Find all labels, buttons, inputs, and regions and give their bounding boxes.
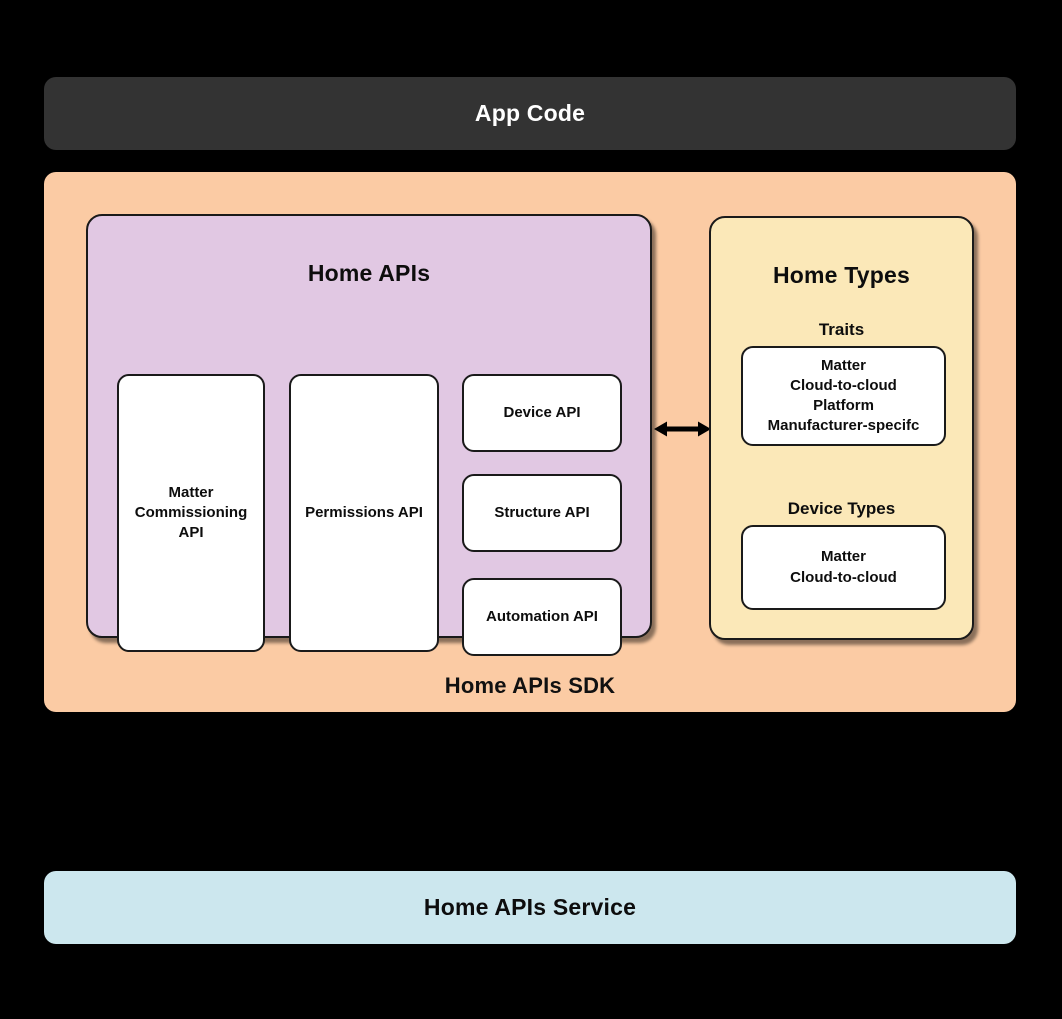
- matter-commissioning-api-card: Matter Commissioning API: [117, 374, 265, 652]
- traits-card-label: Matter Cloud-to-cloud Platform Manufactu…: [767, 356, 920, 435]
- device-api-card: Device API: [462, 374, 622, 452]
- automation-api-label: Automation API: [486, 608, 598, 626]
- device-types-card-label: Matter Cloud-to-cloud: [790, 548, 897, 586]
- bidirectional-arrow-icon: [654, 419, 711, 439]
- home-apis-sdk-label: Home APIs SDK: [444, 673, 616, 698]
- device-types-card: Matter Cloud-to-cloud: [741, 525, 946, 610]
- permissions-api-card: Permissions API: [289, 374, 439, 652]
- home-apis-service-label: Home APIs Service: [423, 894, 637, 920]
- device-api-label: Device API: [503, 404, 581, 422]
- home-types-panel: Home Types Traits Matter Cloud-to-cloud …: [709, 216, 974, 640]
- home-apis-sdk-container: Home APIs Matter Commissioning API Permi…: [44, 172, 1016, 712]
- home-apis-title: Home APIs: [307, 260, 431, 286]
- automation-api-card: Automation API: [462, 578, 622, 656]
- home-apis-panel: Home APIs Matter Commissioning API Permi…: [86, 214, 652, 656]
- app-code-label: App Code: [474, 100, 586, 126]
- matter-commissioning-api-label: Matter Commissioning API: [134, 484, 248, 541]
- structure-api-card: Structure API: [462, 474, 622, 552]
- device-types-section-label: Device Types: [787, 499, 896, 518]
- traits-section-label: Traits: [818, 320, 865, 339]
- traits-card: Matter Cloud-to-cloud Platform Manufactu…: [741, 346, 946, 446]
- home-apis-service-block: Home APIs Service: [44, 871, 1016, 944]
- app-code-block: App Code: [44, 77, 1016, 150]
- structure-api-label: Structure API: [494, 504, 590, 522]
- home-apis-card-grid: Matter Commissioning API Permissions API…: [117, 374, 625, 658]
- permissions-api-label: Permissions API: [305, 504, 423, 522]
- home-apis-card-stack: Device API Structure API Automation API: [462, 374, 622, 656]
- home-types-title: Home Types: [772, 262, 911, 288]
